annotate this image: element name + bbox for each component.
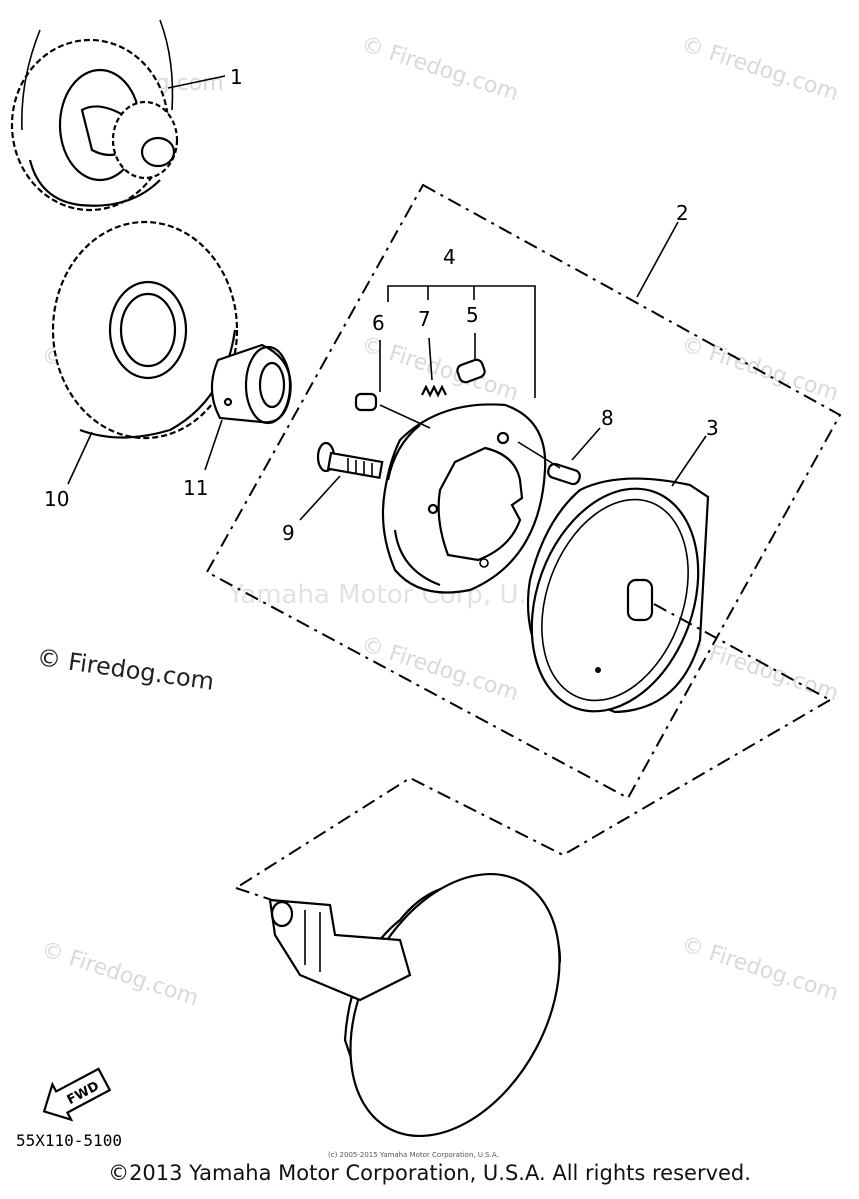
parts-diagram: © Firedog.com © Firedog.com © Firedog.co…	[10, 19, 842, 1159]
callout-2: 2	[676, 201, 689, 225]
watermark-dark: © Firedog.com	[35, 643, 216, 696]
assembly-outline	[205, 183, 842, 800]
callout-9: 9	[282, 521, 295, 545]
fwd-arrow: FWD	[42, 1067, 112, 1122]
leader-11	[204, 419, 223, 471]
part-11-bushing	[210, 343, 292, 425]
callout-1: 1	[230, 65, 243, 89]
part-crankshaft	[268, 872, 562, 1138]
tiny-copyright: (c) 2005-2015 Yamaha Motor Corporation, …	[328, 1151, 499, 1159]
leader-10	[67, 431, 93, 485]
callout-10: 10	[44, 487, 69, 511]
bracket-4: 4	[387, 245, 536, 398]
callout-4: 4	[443, 245, 456, 269]
watermark-center: Yamaha Motor Corp, U.S.A.	[227, 580, 577, 610]
watermark: © Firedog.com	[38, 937, 201, 1011]
connection-lines	[235, 603, 831, 907]
watermark: © Firedog.com	[358, 332, 521, 406]
part-8-pin	[547, 462, 581, 486]
watermark: © Firedog.com	[678, 32, 841, 106]
watermark: © Firedog.com	[678, 932, 841, 1006]
part-clutch-body	[381, 403, 547, 594]
part-7-spring	[421, 384, 447, 398]
leader-1	[167, 75, 226, 89]
callout-5: 5	[466, 303, 479, 327]
part-10-gear	[51, 220, 239, 440]
leader-3	[671, 435, 707, 487]
callout-8: 8	[601, 406, 614, 430]
footer-copyright: ©2013 Yamaha Motor Corporation, U.S.A. A…	[108, 1161, 751, 1185]
watermark: © Firedog.com	[678, 632, 841, 706]
leader-8	[571, 427, 601, 461]
callout-11: 11	[183, 476, 208, 500]
part-6-roller	[354, 392, 378, 412]
callout-3: 3	[706, 416, 719, 440]
callout-6: 6	[372, 311, 385, 335]
part-5-plunger	[456, 358, 486, 384]
part-9-bolt	[316, 441, 384, 480]
leader-9	[299, 475, 341, 521]
callout-7: 7	[418, 307, 431, 331]
watermark: © Firedog.com	[358, 32, 521, 106]
part-1-gear	[10, 19, 179, 212]
leader-6-body	[379, 404, 431, 429]
leader-2	[636, 221, 679, 298]
watermark: © Firedog.com	[678, 332, 841, 406]
watermark: © Firedog.com	[358, 632, 521, 706]
reference-code: 55X110-5100	[16, 1131, 122, 1150]
part-3-housing	[526, 477, 710, 714]
